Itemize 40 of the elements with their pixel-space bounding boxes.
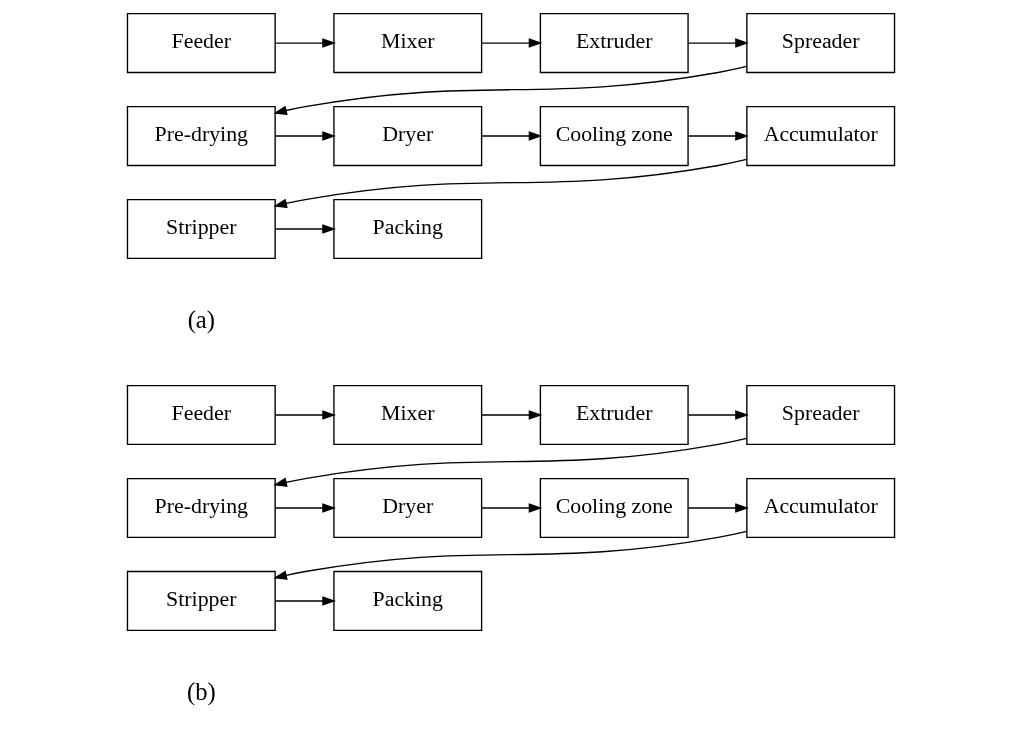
- arrow: [272, 530, 747, 580]
- arrow: [480, 38, 542, 48]
- arrow: [687, 38, 749, 48]
- node-box: Mixer: [332, 384, 482, 446]
- node-box: Mixer: [332, 13, 482, 74]
- node-box: Pre-drying: [126, 477, 276, 539]
- arrow: [274, 131, 336, 141]
- arrow: [274, 224, 336, 234]
- node-box: Accumulator: [745, 105, 895, 167]
- arrow: [272, 437, 747, 487]
- node-box: Spreader: [745, 384, 895, 446]
- node-box: Feeder: [126, 13, 276, 74]
- arrow: [272, 158, 747, 208]
- node-box: Stripper: [126, 198, 276, 260]
- arrow: [272, 65, 747, 115]
- node-box: Feeder: [126, 384, 276, 446]
- arrow: [480, 131, 542, 141]
- arrow: [480, 503, 542, 513]
- node-box: Packing: [332, 570, 482, 632]
- arrow: [274, 503, 336, 513]
- arrow: [274, 596, 336, 606]
- node-box: Dryer: [332, 477, 482, 539]
- node-box: Spreader: [745, 13, 895, 74]
- node-box: Accumulator: [745, 477, 895, 539]
- node-box: Cooling zone: [539, 477, 689, 539]
- arrow: [480, 410, 542, 420]
- node-box: Dryer: [332, 105, 482, 167]
- node-box: Extruder: [539, 13, 689, 74]
- node-box: Stripper: [126, 570, 276, 632]
- arrow: [687, 503, 749, 513]
- node-box: Cooling zone: [539, 105, 689, 167]
- node-box: Extruder: [539, 384, 689, 446]
- node-box: Pre-drying: [126, 105, 276, 167]
- arrow: [274, 410, 336, 420]
- node-box: Packing: [332, 198, 482, 260]
- arrow: [274, 38, 336, 48]
- arrow: [687, 131, 749, 141]
- label: (b): [186, 677, 216, 705]
- label: (a): [187, 306, 215, 334]
- arrow: [687, 410, 749, 420]
